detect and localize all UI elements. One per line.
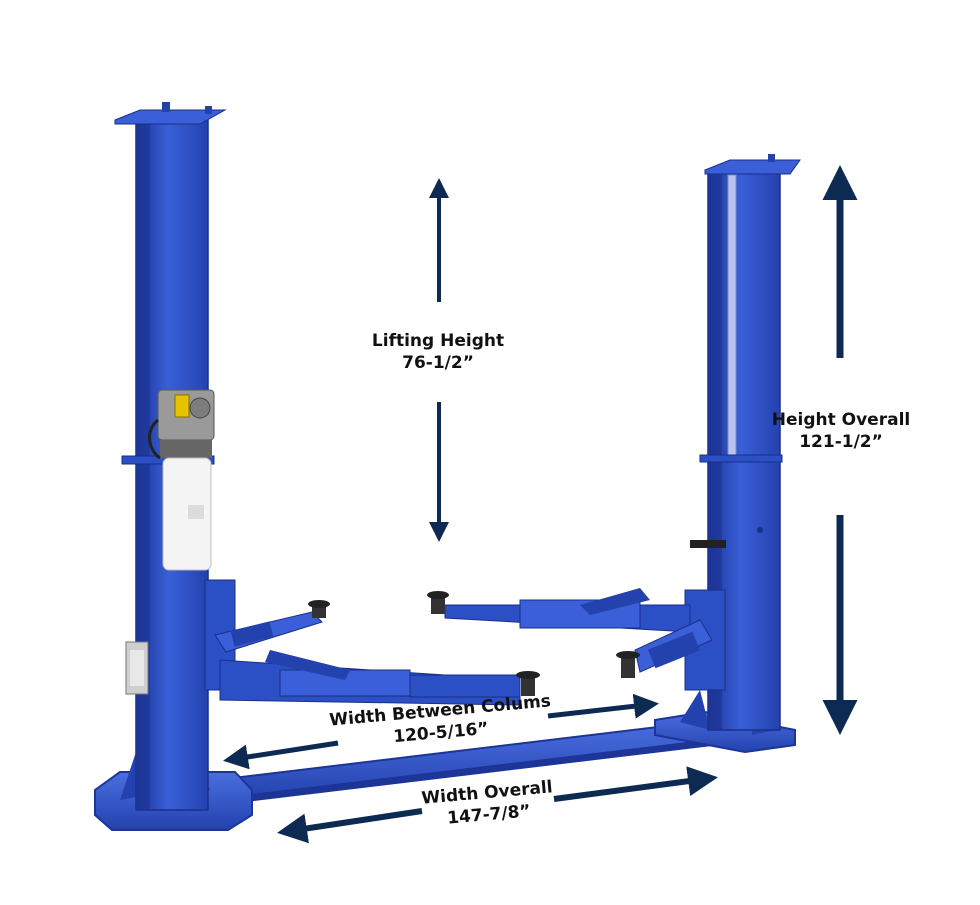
width-between-columns-arrow-right <box>547 693 659 719</box>
right-lift-arms <box>444 588 726 691</box>
lift-pad-left-rear <box>516 671 540 696</box>
lifting-height-label: Lifting Height 76-1/2” <box>363 330 513 374</box>
width-overall-arrow-right <box>553 766 718 802</box>
lift-pad-right-front <box>616 651 640 678</box>
hydraulic-reservoir <box>162 457 212 571</box>
height-overall-value: 121-1/2” <box>799 432 883 452</box>
width-between-columns-arrow-left <box>223 740 339 770</box>
left-lift-arms <box>204 579 521 706</box>
lifting-height-value: 76-1/2” <box>402 353 474 373</box>
lifting-height-title: Lifting Height <box>371 331 505 351</box>
hydraulic-power-unit <box>148 389 215 460</box>
right-column <box>654 154 801 754</box>
lift-pad-right-rear <box>427 591 449 614</box>
height-overall-title: Height Overall <box>771 410 911 430</box>
lift-pad-left-front <box>308 600 330 618</box>
width-overall-arrow-left <box>277 808 423 844</box>
height-overall-label: Height Overall 121-1/2” <box>766 409 916 453</box>
